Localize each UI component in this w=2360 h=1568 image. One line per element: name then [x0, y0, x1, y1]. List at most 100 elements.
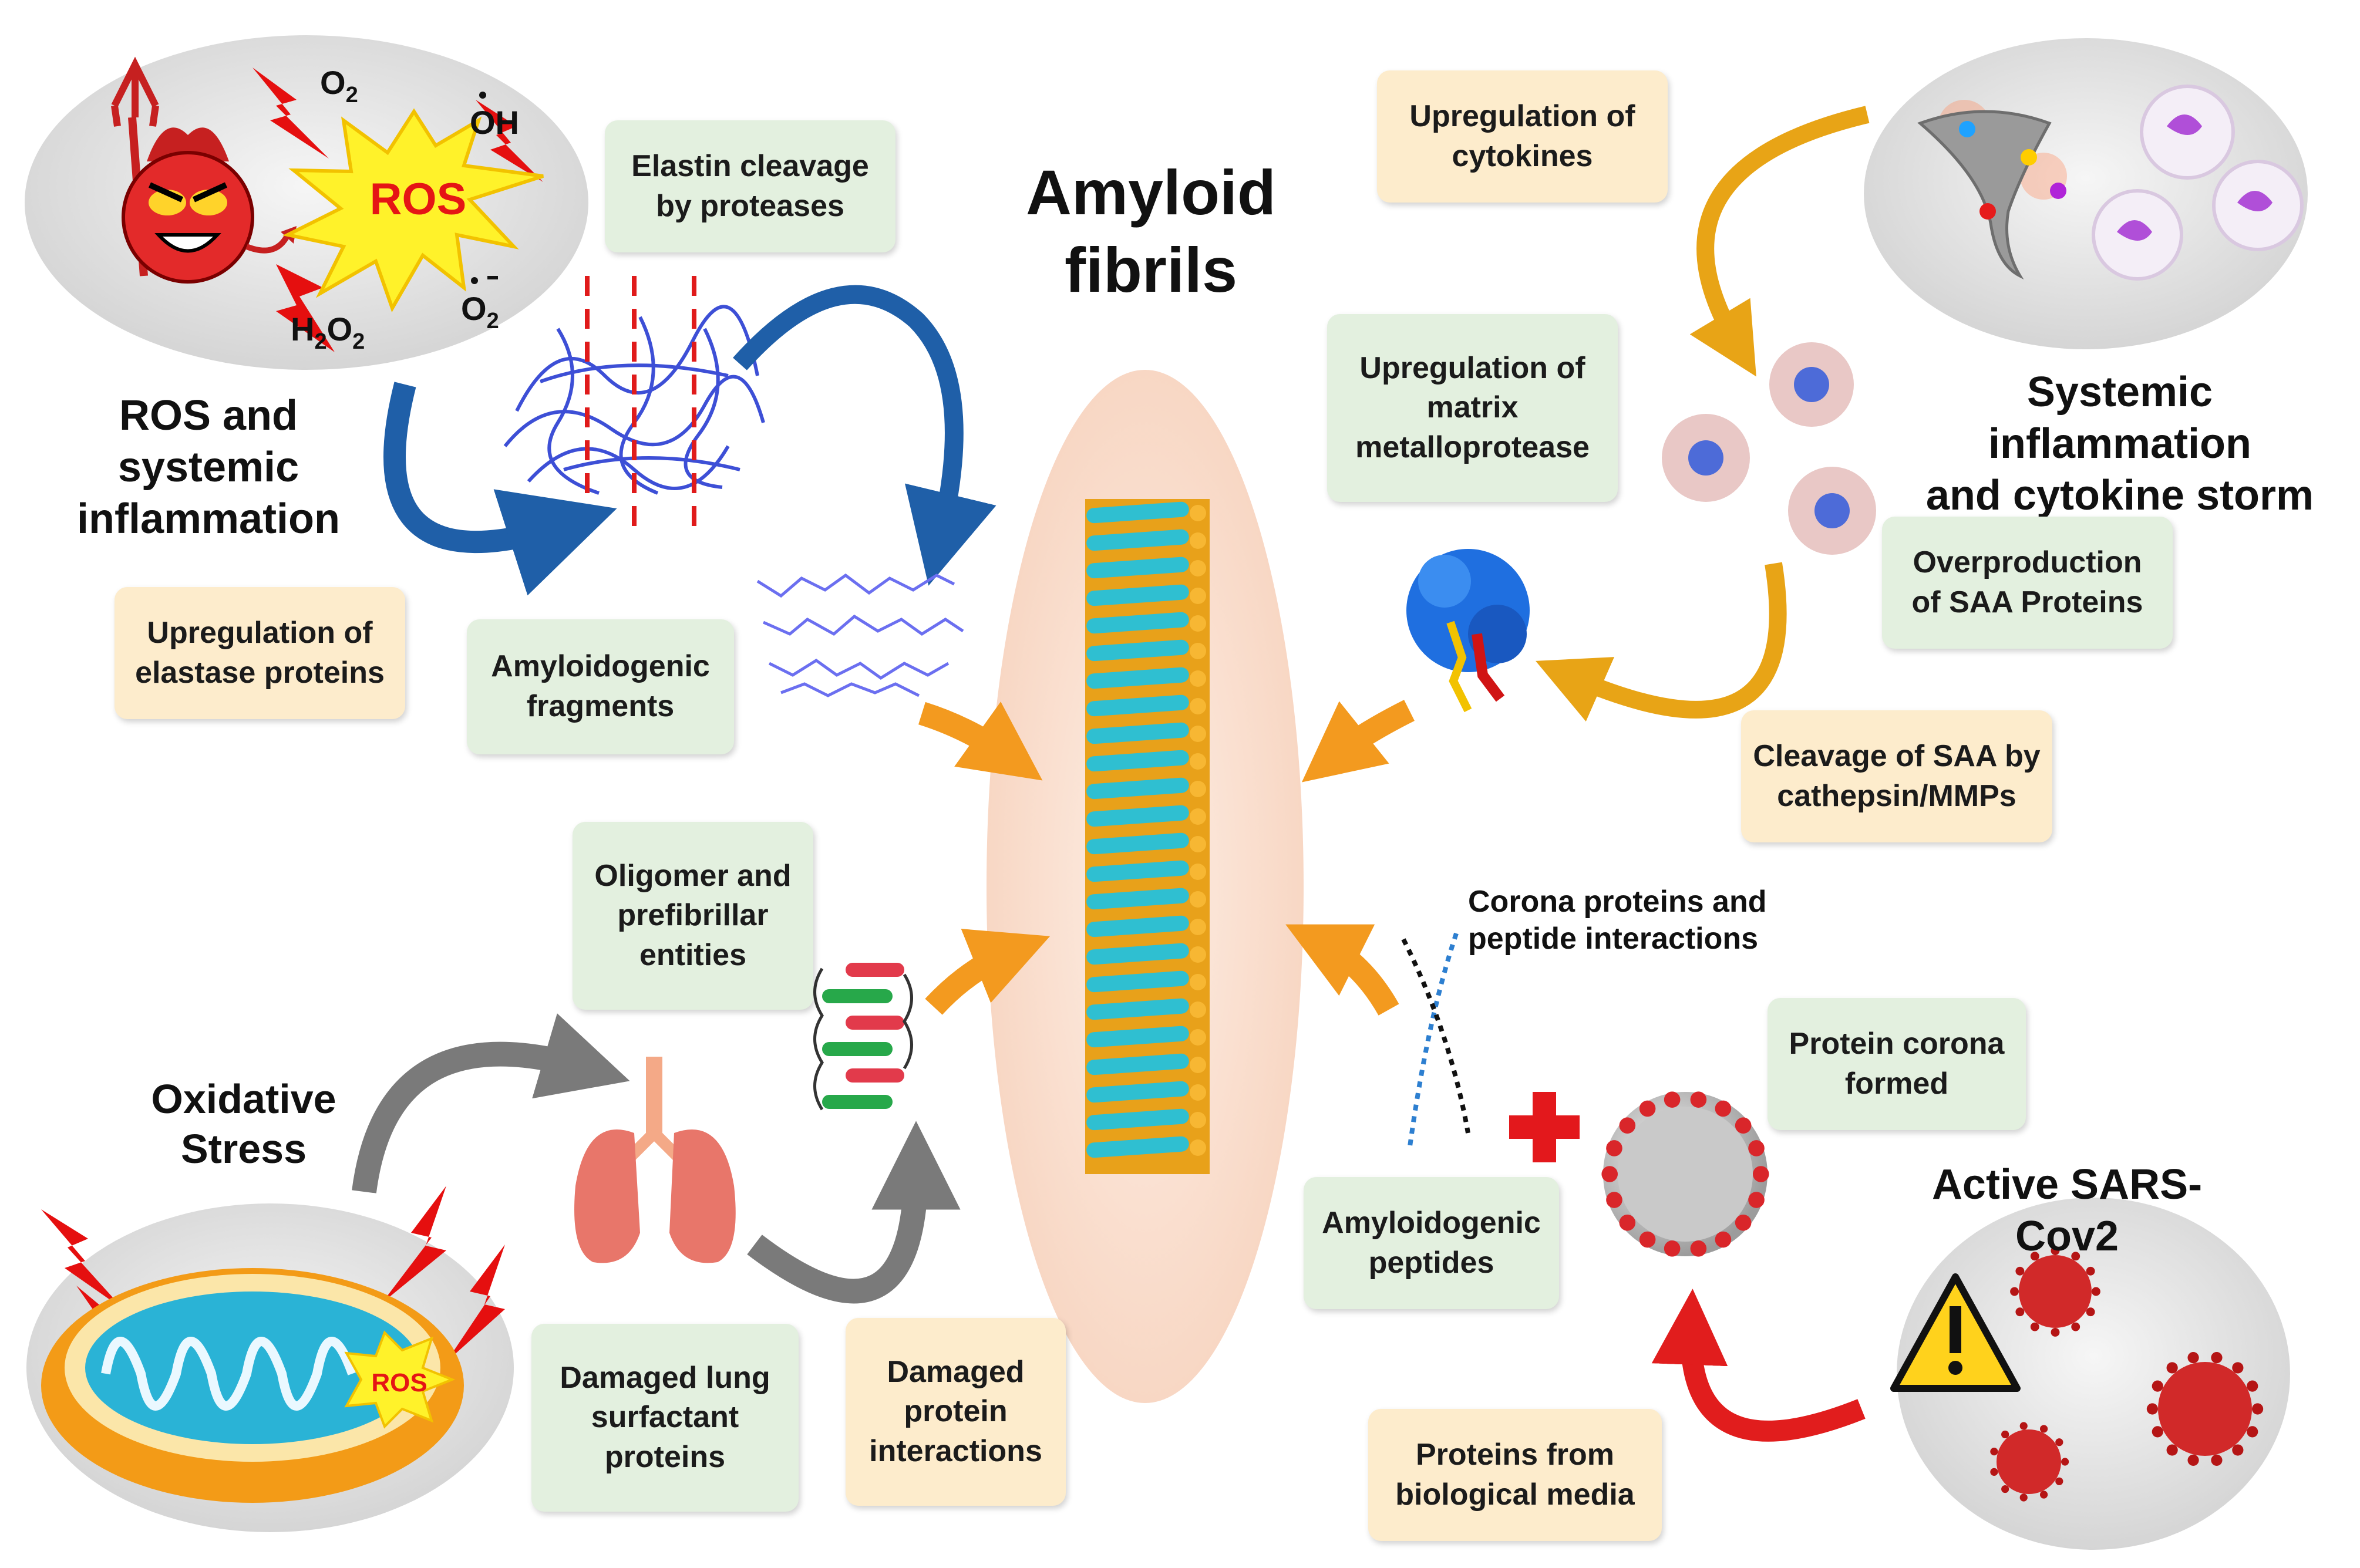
virus-spike [2015, 1266, 2025, 1276]
virus-spike [2019, 1422, 2028, 1430]
virus-spike [1715, 1100, 1732, 1117]
virus-spike [2187, 1454, 2199, 1466]
virus-body [2158, 1362, 2252, 1456]
virus-spike [2152, 1380, 2163, 1392]
saa-protein-icon [1662, 342, 1876, 555]
label-upregulation-cytokines: Upregulation of cytokines [1377, 70, 1668, 203]
cleavage-lines [585, 276, 696, 528]
label-upregulation-mmp: Upregulation of matrix metalloprotease [1327, 314, 1618, 502]
orange-arrow-tr [1301, 700, 1415, 783]
ros-burst-icon: ROS [282, 108, 544, 313]
fibril-strand [1086, 998, 1206, 1020]
virus-spike [1748, 1192, 1765, 1208]
species-h2o2: H2O2 [291, 311, 365, 354]
label-cleavage-saa: Cleavage of SAA by cathepsin/MMPs [1741, 710, 2052, 842]
virus-body [1997, 1429, 2061, 1494]
orange-arrow-br [1285, 924, 1399, 1016]
fibril-strand [1086, 943, 1206, 965]
virus-body [1618, 1107, 1753, 1242]
oxidative-ros-badge: ROS [371, 1368, 427, 1397]
virus-spike [1753, 1166, 1769, 1182]
virus-spike [1748, 1140, 1765, 1156]
fibril-strand [1086, 1136, 1206, 1158]
virus-spike [2086, 1307, 2095, 1317]
virus-spike [2232, 1362, 2244, 1374]
virus-spike [2051, 1246, 2060, 1255]
virus-spike [1735, 1214, 1752, 1231]
virus-spike [1715, 1231, 1732, 1248]
virus-spike [1664, 1240, 1681, 1257]
mitochondrion-icon: ROS [41, 1268, 464, 1503]
fibril-strand [1086, 694, 1206, 717]
orange-arrow-tl [918, 702, 1043, 781]
virus-spike [2051, 1328, 2060, 1337]
fibril-strand [1086, 612, 1206, 634]
virus-spike [2010, 1287, 2019, 1296]
gold-arrow-bottom [1536, 562, 1787, 722]
grey-arrow-top [352, 1013, 630, 1193]
virus-spike [1639, 1231, 1656, 1248]
fibril-strand [1086, 584, 1206, 606]
lung-icon [574, 1057, 736, 1263]
grey-arrow-bottom [747, 1121, 961, 1304]
fibril-strand [1086, 557, 1206, 579]
virus-spike [1619, 1117, 1636, 1134]
virus-spike [1735, 1117, 1752, 1134]
plus-icon [1509, 1092, 1580, 1162]
virus-spike [2055, 1477, 2063, 1485]
center-title: Amyloid fibrils [1025, 157, 1277, 305]
virus-spike [1990, 1468, 1998, 1476]
ros-section-title: ROS and systemic inflammation [76, 392, 341, 542]
tornado-icon [1917, 100, 2067, 280]
label-corona-interactions: Corona proteins and peptide interactions [1468, 885, 1767, 956]
fibril-strand [1086, 1026, 1206, 1048]
virus-spike [2232, 1444, 2244, 1456]
virus-spike [2247, 1426, 2258, 1438]
peptide-strands-icon [1401, 932, 1470, 1151]
fibril-strand [1086, 832, 1206, 855]
virus-spike [1690, 1091, 1707, 1108]
virus-spike [1990, 1448, 1998, 1456]
fibril-strand [1086, 805, 1206, 827]
fibril-strand [1086, 888, 1206, 910]
virus-spike [2166, 1444, 2178, 1456]
orange-arrow-bl [925, 929, 1051, 1015]
fibril-strand [1086, 501, 1206, 524]
gold-arrow-top [1689, 106, 1870, 377]
virus-spike [2247, 1380, 2258, 1392]
virus-body [2019, 1255, 2092, 1328]
virus-spike [2015, 1307, 2025, 1317]
fibril-strand [1086, 1053, 1206, 1075]
label-oligomer: Oligomer and prefibrillar entities [573, 822, 813, 1010]
saa-monomer-icon [1406, 549, 1530, 713]
virus-small-icons [1990, 1246, 2264, 1502]
lightning-icon [41, 1186, 505, 1385]
virus-spike [1639, 1100, 1656, 1117]
immune-cell-icon [2092, 85, 2304, 281]
sars-section-title: Active SARS-Cov2 [1931, 1161, 2203, 1260]
virus-spike [2071, 1322, 2080, 1331]
red-arrow [1651, 1289, 1866, 1442]
virus-spike [1690, 1240, 1707, 1257]
virus-spike [2252, 1403, 2264, 1415]
virus-spike [2030, 1322, 2039, 1331]
virus-spike [2211, 1352, 2223, 1364]
virus-spike [1601, 1166, 1618, 1182]
fibril-strand [1086, 1108, 1206, 1131]
fibril-strand [1086, 529, 1206, 551]
lightning-icon [253, 68, 543, 352]
virus-spike [1619, 1214, 1636, 1231]
elastin-network-icon [503, 305, 765, 495]
label-elastin-cleavage: Elastin cleavage by proteases [605, 120, 895, 252]
virus-spike [2146, 1403, 2158, 1415]
label-upregulation-elastase: Upregulation of elastase proteins [115, 587, 405, 719]
blue-arrow-left [383, 382, 617, 596]
fibril-strand [1086, 970, 1206, 993]
fibril-icon [1085, 499, 1210, 1174]
virus-spike [2001, 1430, 2009, 1439]
virus-spike [2039, 1491, 2048, 1499]
fibril-strand [1086, 722, 1206, 744]
virus-spike [2055, 1438, 2063, 1446]
label-damaged-lung: Damaged lung surfactant proteins [531, 1324, 799, 1512]
ros-badge: ROS [370, 174, 467, 224]
